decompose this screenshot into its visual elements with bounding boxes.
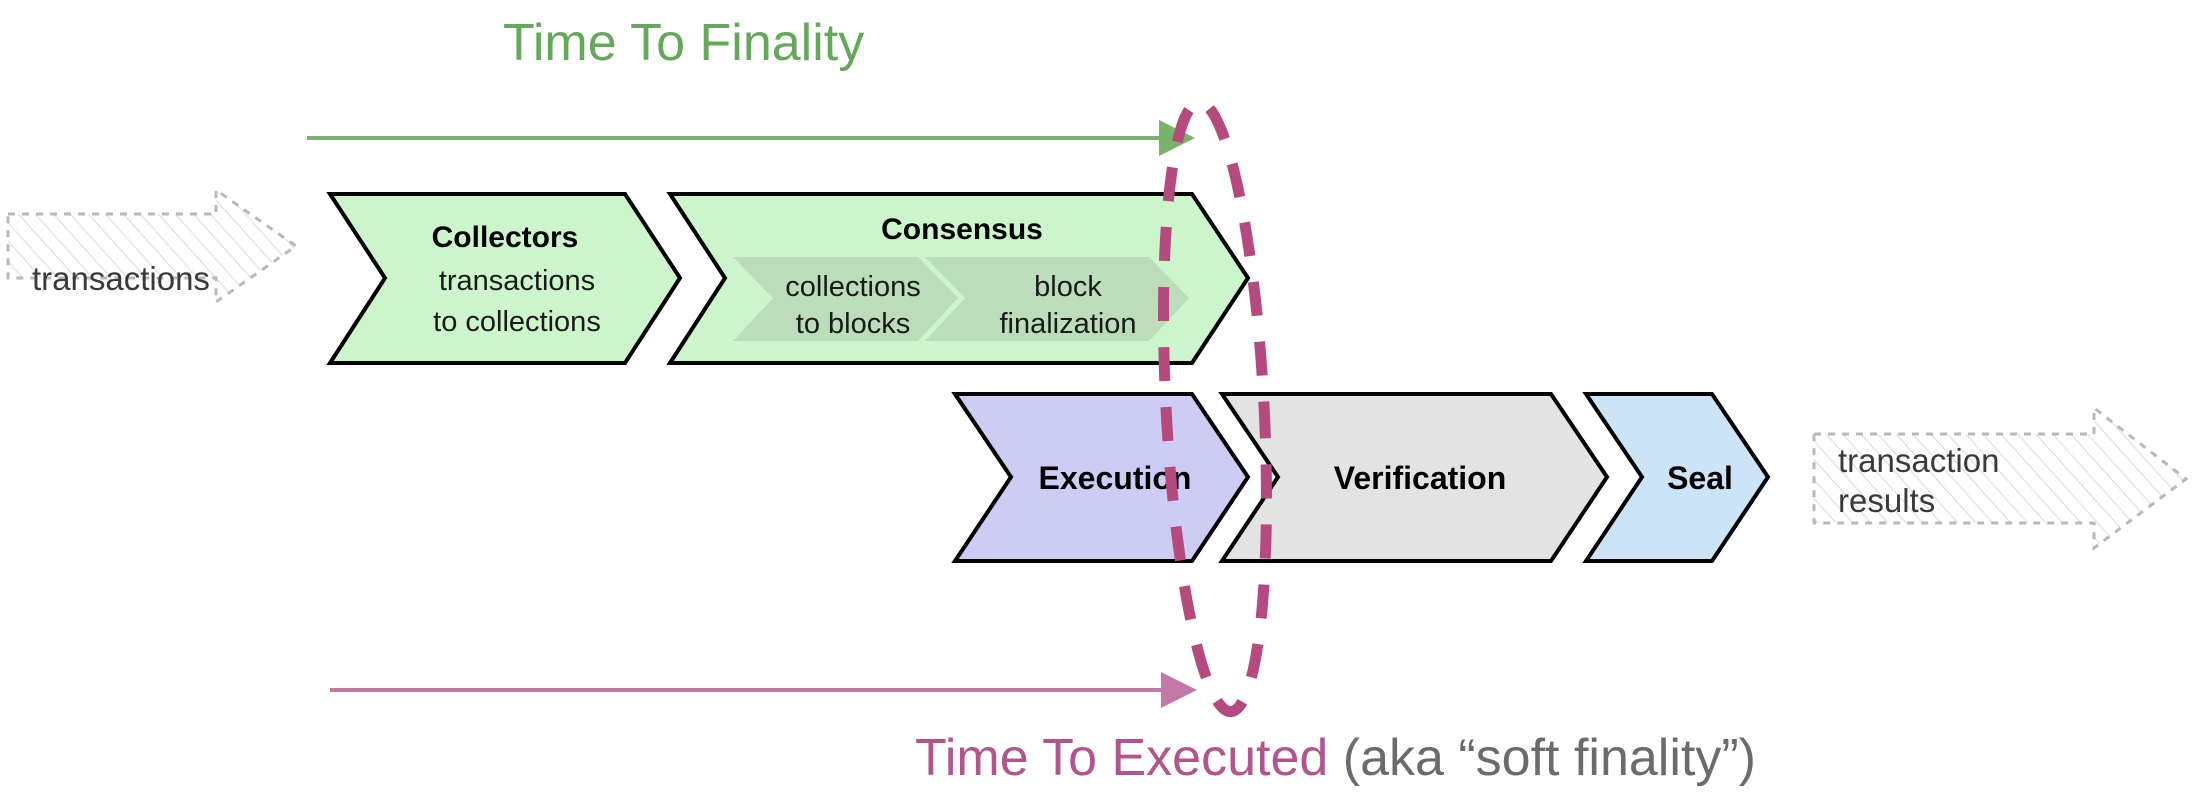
time-to-executed-title-emphasis: Time To Executed — [915, 729, 1328, 787]
transaction-results-output: transaction results — [1812, 404, 2189, 551]
stage-collectors-sub-line1: transactions — [439, 265, 595, 297]
stage-collectors[interactable]: Collectors transactions to collections — [326, 192, 683, 365]
stage-collectors-sub-line2: to collections — [433, 306, 601, 338]
transactions-input-shape — [6, 187, 299, 305]
substage-collections-to-blocks-line2: to blocks — [796, 308, 910, 340]
transaction-results-output-line1: transaction — [1838, 442, 1999, 479]
substage-block-finalization-line1: block — [1034, 271, 1102, 303]
stage-verification-shape — [1218, 392, 1610, 563]
stage-consensus[interactable]: Consensus collections to blocks block fi… — [666, 192, 1251, 365]
stage-collectors-shape — [326, 192, 683, 365]
stage-execution-shape — [951, 392, 1251, 563]
time-to-finality-title: Time To Finality — [503, 14, 864, 72]
transactions-input-label: transactions — [32, 260, 210, 297]
transaction-results-output-line2: results — [1838, 482, 1935, 519]
stage-seal-shape — [1582, 392, 1771, 563]
stage-seal-label: Seal — [1667, 460, 1733, 496]
stage-consensus-title: Consensus — [881, 213, 1043, 246]
stage-collectors-title: Collectors — [432, 221, 579, 254]
substage-collections-to-blocks-shape — [733, 257, 958, 341]
stage-execution[interactable]: Execution — [951, 392, 1251, 563]
substage-collections-to-blocks-line1: collections — [785, 271, 920, 303]
substage-block-finalization-shape — [925, 257, 1189, 341]
time-to-executed-title-rest: (aka “soft finality”) — [1328, 729, 1756, 787]
time-to-executed-title: Time To Executed (aka “soft finality”) — [915, 729, 1756, 787]
stage-seal[interactable]: Seal — [1582, 392, 1771, 563]
finality-boundary-ellipse-shape — [1158, 96, 1272, 718]
finality-boundary-ellipse — [1158, 96, 1272, 718]
transaction-results-output-shape — [1812, 404, 2189, 551]
substage-block-finalization-line2: finalization — [999, 308, 1136, 340]
transactions-input: transactions — [6, 187, 299, 305]
stage-verification[interactable]: Verification — [1218, 392, 1610, 563]
stage-verification-label: Verification — [1334, 460, 1507, 496]
substage-block-finalization[interactable]: block finalization — [925, 257, 1189, 341]
substage-collections-to-blocks[interactable]: collections to blocks — [733, 257, 958, 341]
